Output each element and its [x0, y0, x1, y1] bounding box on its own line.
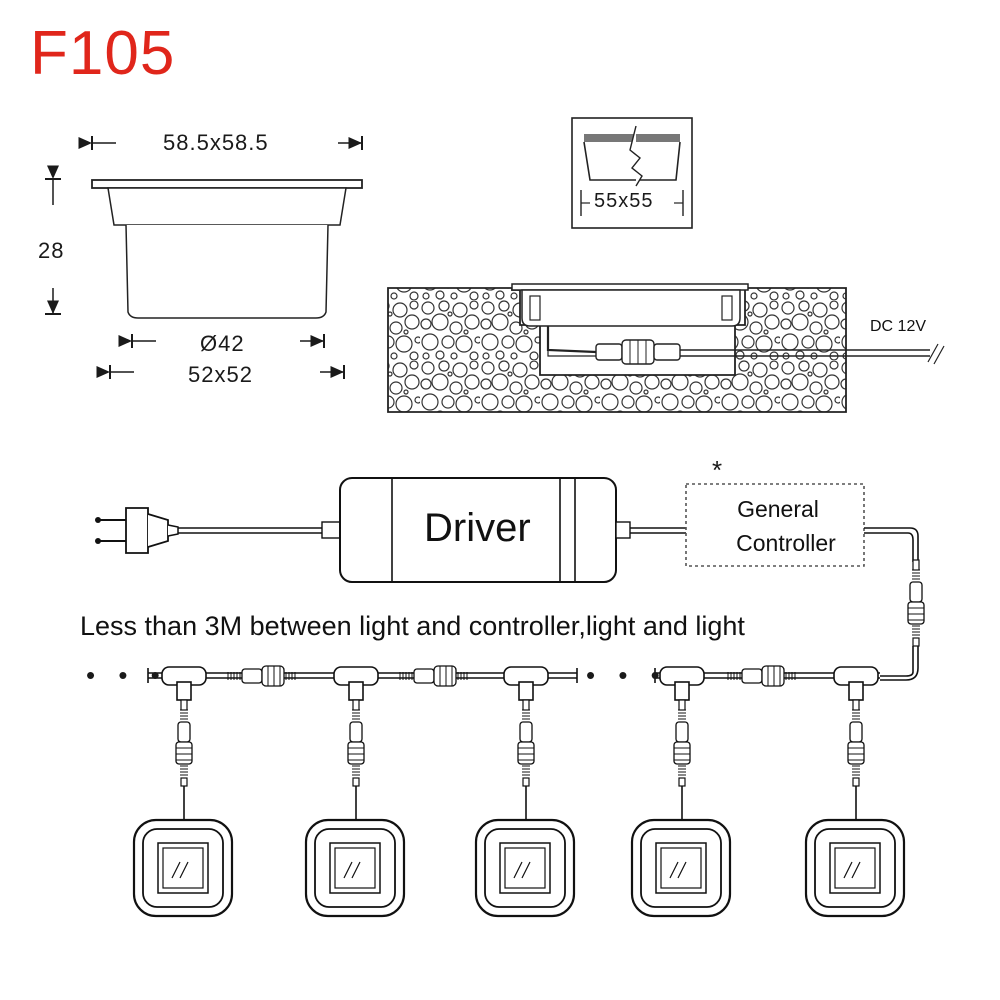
controller-box	[685, 483, 865, 567]
controller-marker: *	[712, 455, 723, 485]
lamp-1	[132, 818, 234, 918]
driver-label: Driver	[424, 506, 531, 550]
installation-section	[387, 283, 945, 413]
cutout-label: 55x55	[594, 190, 654, 212]
side-view-drawing	[45, 136, 363, 379]
height-label: 28	[38, 238, 65, 263]
controller-label-line1: General	[737, 496, 819, 522]
diameter-label: Ø42	[200, 331, 245, 356]
lamp-body	[521, 289, 741, 327]
product-title: F105	[30, 19, 176, 88]
lamp-4	[630, 818, 732, 918]
controller-label-line2: Controller	[736, 530, 836, 556]
power-plug	[95, 507, 179, 554]
continuation-dots-mid: • • •	[586, 660, 668, 690]
lamp-body	[125, 224, 329, 319]
body-width-label: 52x52	[188, 362, 253, 387]
lamp-2	[304, 818, 406, 918]
lamp-housing-top	[107, 187, 347, 226]
lamp-5	[804, 818, 906, 918]
lamp-flange	[511, 283, 749, 291]
continuation-dots-left: • • •	[86, 660, 168, 690]
lamp-3	[474, 818, 576, 918]
lamp-flange	[91, 179, 363, 189]
cable-length-note: Less than 3M between light and controlle…	[80, 611, 745, 641]
power-label: DC 12V	[870, 318, 927, 335]
cutout-detail	[571, 117, 693, 229]
wiring-diagram	[95, 477, 925, 918]
top-width-label: 58.5x58.5	[163, 130, 269, 155]
